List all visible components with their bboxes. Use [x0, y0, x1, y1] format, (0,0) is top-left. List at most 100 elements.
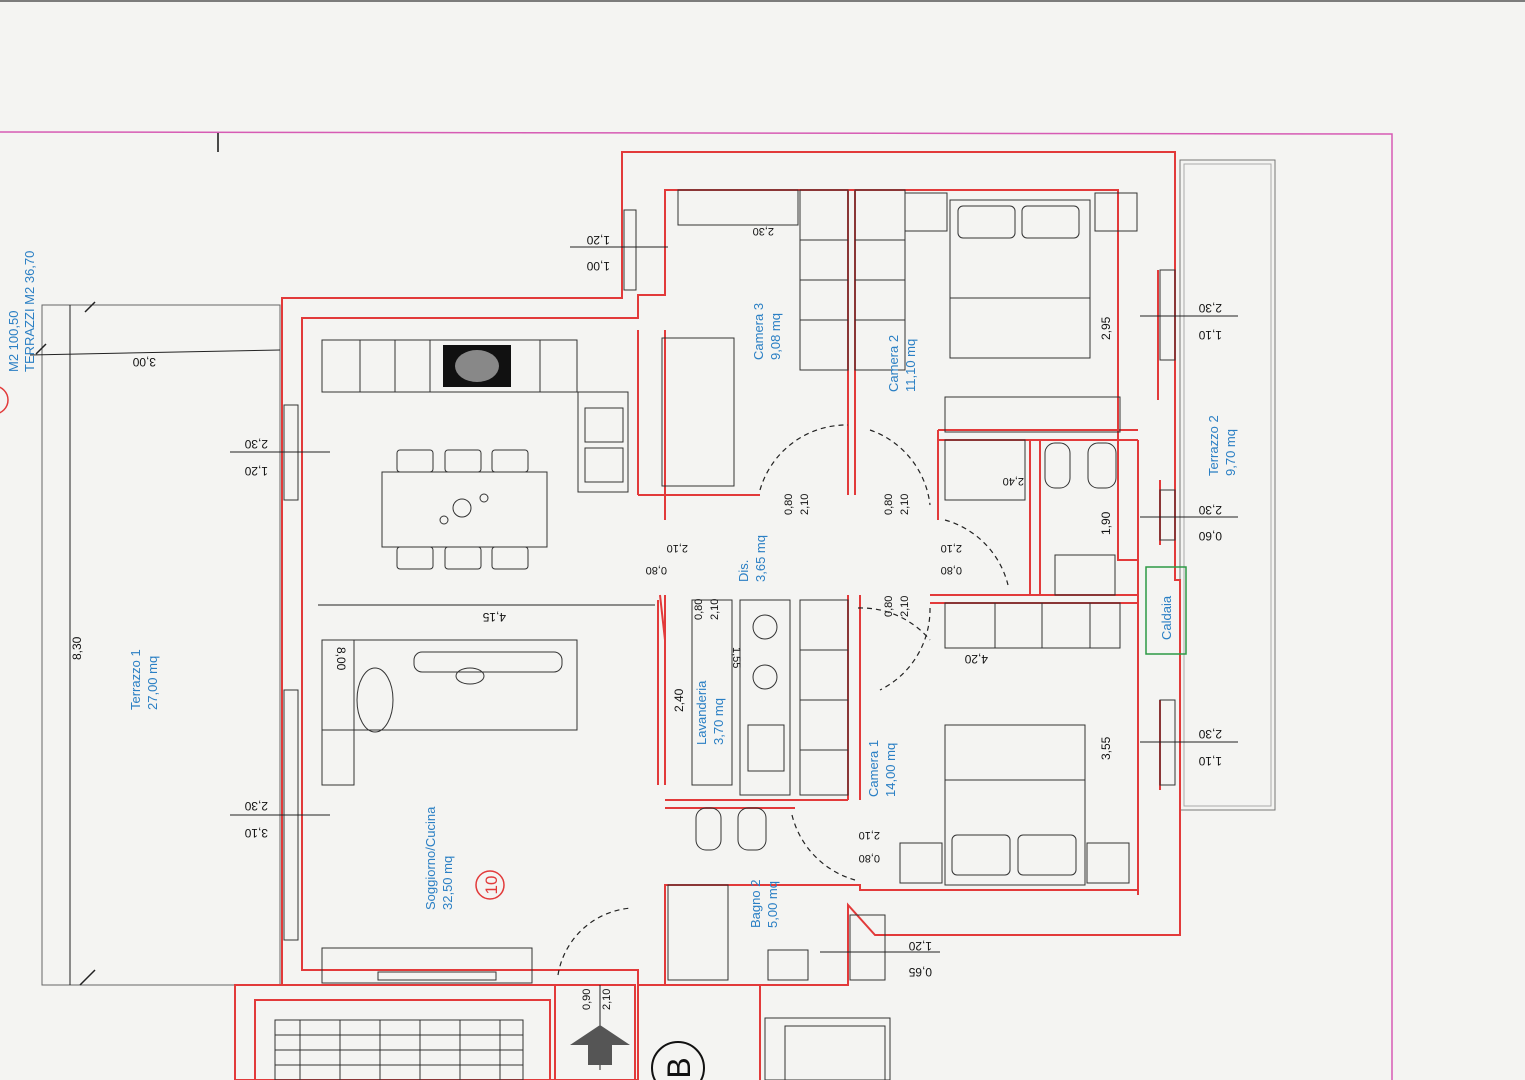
- svg-text:2,10: 2,10: [799, 494, 811, 515]
- dim-terrazzo1-length: 8,30: [70, 636, 84, 660]
- dim-terrazzo1-width: 3,00: [132, 355, 156, 369]
- svg-text:0,80: 0,80: [783, 494, 795, 515]
- unit-number: 10: [482, 876, 501, 895]
- svg-text:2,10: 2,10: [601, 989, 613, 1010]
- svg-text:2,10: 2,10: [667, 542, 688, 554]
- dim-bath-width: 1,90: [1099, 511, 1113, 535]
- dim-camera1-width: 3,55: [1099, 736, 1113, 760]
- dim-lavanderia-width: 2,40: [672, 688, 686, 712]
- svg-text:1,20: 1,20: [586, 233, 610, 247]
- svg-text:2,30: 2,30: [244, 799, 268, 813]
- svg-text:9,70 mq: 9,70 mq: [1223, 429, 1238, 476]
- door-arcs: [557, 424, 1009, 976]
- unit-number-badge: [475, 870, 505, 900]
- svg-text:3,70 mq: 3,70 mq: [711, 698, 726, 745]
- door-camera2: 0,80 2,10: [883, 494, 911, 515]
- door-entry: 0,90 2,10: [581, 989, 613, 1010]
- svg-text:1,10: 1,10: [1198, 754, 1222, 768]
- svg-text:2,10: 2,10: [859, 829, 880, 841]
- svg-text:1,20: 1,20: [244, 464, 268, 478]
- window-dimensions: 1,20 1,00 2,30 1,20 2,30 3,10 2,30 1,10 …: [244, 233, 1222, 979]
- svg-text:0,90: 0,90: [581, 989, 593, 1010]
- svg-text:27,00 mq: 27,00 mq: [145, 656, 160, 710]
- svg-text:0,80: 0,80: [941, 564, 962, 576]
- window-camera2: 2,30 1,10: [1198, 301, 1222, 342]
- svg-text:Camera 3: Camera 3: [751, 303, 766, 360]
- window-living-bottom: 2,30 3,10: [244, 799, 268, 840]
- svg-text:0,60: 0,60: [1198, 529, 1222, 543]
- furniture: [274, 189, 1138, 1080]
- room-soggiorno: Soggiorno/Cucina 32,50 mq: [423, 806, 455, 910]
- door-bath: 0,80 2,10: [941, 542, 962, 576]
- svg-text:2,10: 2,10: [899, 596, 911, 617]
- svg-text:3,65 mq: 3,65 mq: [753, 535, 768, 582]
- dim-corridor-width: 4,20: [964, 652, 988, 666]
- terrazzo2-outline: [1179, 159, 1276, 811]
- svg-text:11,10 mq: 11,10 mq: [903, 339, 918, 392]
- sheet-border: [0, 131, 1393, 1080]
- svg-text:0,65: 0,65: [908, 965, 932, 979]
- caldaia-box: [1145, 566, 1187, 655]
- door-dimensions: 0,80 2,10 0,80 2,10 0,80 2,10 0,80 2,10 …: [581, 494, 962, 1010]
- door-lavanderia: 0,80 2,10: [693, 599, 721, 620]
- dim-camera2-width: 2,95: [1099, 316, 1113, 340]
- svg-text:2,30: 2,30: [1198, 503, 1222, 517]
- svg-text:2,30: 2,30: [244, 437, 268, 451]
- svg-text:14,00 mq: 14,00 mq: [883, 743, 898, 797]
- door-camera1: 0,80 2,10: [883, 596, 911, 617]
- room-terrazzo1: Terrazzo 1 27,00 mq: [128, 649, 160, 710]
- svg-text:0,80: 0,80: [693, 599, 705, 620]
- dim-living-width: 4,15: [482, 610, 506, 624]
- door-camera3: 0,80 2,10: [783, 494, 811, 515]
- window-bath: 2,30 0,60: [1198, 503, 1222, 543]
- room-labels: Soggiorno/Cucina 32,50 mq Camera 3 9,08 …: [128, 303, 1238, 928]
- stair-letter: B: [661, 1057, 697, 1078]
- svg-text:2,30: 2,30: [1198, 727, 1222, 741]
- svg-text:Soggiorno/Cucina: Soggiorno/Cucina: [423, 806, 438, 910]
- svg-text:Bagno 2: Bagno 2: [748, 880, 763, 928]
- svg-text:0,80: 0,80: [883, 596, 895, 617]
- room-camera2: Camera 2 11,10 mq: [886, 335, 918, 392]
- svg-text:2,10: 2,10: [941, 542, 962, 554]
- window-camera1: 2,30 1,10: [1198, 727, 1222, 768]
- svg-text:Lavanderia: Lavanderia: [694, 680, 709, 745]
- svg-text:9,08 mq: 9,08 mq: [768, 313, 783, 360]
- svg-text:0,80: 0,80: [859, 852, 880, 864]
- svg-text:1,20: 1,20: [908, 939, 932, 953]
- entry-arrow-icon: [570, 1025, 630, 1065]
- svg-text:Dis.: Dis.: [736, 560, 751, 582]
- svg-text:Terrazzo 2: Terrazzo 2: [1206, 415, 1221, 476]
- door-bagno2: 0,80 2,10: [859, 829, 880, 864]
- room-camera1: Camera 1 14,00 mq: [866, 740, 898, 797]
- dimension-labels: 3,00 8,30 4,15 8,00 2,95 1,90 3,55 2,40 …: [70, 225, 1113, 760]
- room-dis: Dis. 3,65 mq: [736, 535, 768, 582]
- room-bagno2: Bagno 2 5,00 mq: [748, 880, 780, 928]
- svg-text:Terrazzo 1: Terrazzo 1: [128, 649, 143, 710]
- dim-lavanderia-depth: 1,55: [730, 647, 742, 668]
- total-area-text: M2 100,50: [6, 311, 21, 372]
- svg-text:2,10: 2,10: [899, 494, 911, 515]
- window-living-top: 2,30 1,20: [244, 437, 268, 478]
- svg-text:0,80: 0,80: [646, 564, 667, 576]
- dim-bath-height: 2,40: [1003, 475, 1024, 487]
- room-terrazzo2: Terrazzo 2 9,70 mq: [1206, 415, 1238, 476]
- svg-text:32,50 mq: 32,50 mq: [440, 856, 455, 910]
- svg-text:5,00 mq: 5,00 mq: [765, 881, 780, 928]
- svg-text:Camera 1: Camera 1: [866, 740, 881, 797]
- terrazzo1-outline: [41, 304, 281, 986]
- stair-badge: [651, 1041, 705, 1080]
- terraces-area-text: TERRAZZI M2 36,70: [22, 251, 37, 372]
- dim-living-height: 8,00: [334, 647, 348, 671]
- svg-text:Camera 2: Camera 2: [886, 335, 901, 392]
- walls: [234, 151, 1181, 1080]
- dim-camera3-height: 2,30: [753, 225, 774, 237]
- window-bagno2: 1,20 0,65: [908, 939, 932, 979]
- svg-text:1,10: 1,10: [1198, 328, 1222, 342]
- svg-text:3,10: 3,10: [244, 826, 268, 840]
- room-camera3: Camera 3 9,08 mq: [751, 303, 783, 360]
- header-info: M2 100,50 TERRAZZI M2 36,70: [6, 251, 37, 372]
- svg-text:1,00: 1,00: [586, 259, 610, 273]
- svg-text:2,10: 2,10: [709, 599, 721, 620]
- window-camera3: 1,20 1,00: [586, 233, 610, 273]
